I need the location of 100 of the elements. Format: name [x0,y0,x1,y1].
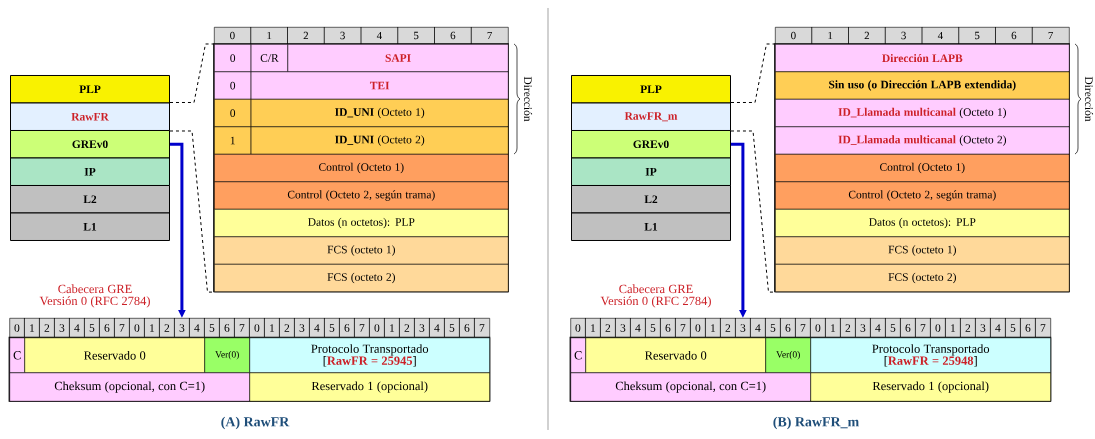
field-cell: FCS (octeto 1) [214,236,509,265]
bit-number: 3 [340,31,345,40]
bit-number: 1 [831,324,836,332]
protocol-layer-box: GREv0 [571,130,731,159]
bit-number: 2 [404,324,410,332]
field-cell: ID_Llamada multicanal (Octeto 2) [775,126,1070,155]
bit-number: 0 [815,324,821,332]
zoom-line [169,130,215,293]
field-cell: Datos (n octetos): PLP [775,209,1070,238]
bit-number: 7 [239,324,245,332]
bit-number: 5 [975,31,980,40]
bit-number: 6 [1025,324,1031,332]
field-cell: C/R [250,44,289,73]
bit-number: 6 [785,324,791,332]
field-cell: 0 [214,71,252,100]
field-cell: 0 [214,44,252,73]
field-cell: Ver(0) [204,337,250,374]
bit-number: 0 [254,324,260,332]
zoom-line [730,130,776,293]
bit-number: 4 [875,324,881,332]
header-caption: Cabecera GRE Versión 0 (RFC 2784) [39,284,150,308]
bit-number: 4 [314,324,320,332]
bit-number: 7 [1040,324,1046,332]
bit-number: 3 [860,324,866,332]
bit-number: 1 [267,31,272,40]
field-cell: ID_Llamada multicanal (Octeto 1) [775,99,1070,128]
protocol-layer-box: L1 [571,212,731,241]
protocol-layer-box: PLP [571,75,731,104]
bit-number: 3 [901,31,906,40]
protocol-layer-box: IP [10,157,170,186]
bit-number: 5 [414,31,419,40]
field-cell: Reservado 0 [24,337,205,374]
bit-number: 2 [864,31,869,40]
bit-number: 4 [434,324,440,332]
bit-number: 3 [740,324,746,332]
zoom-line [730,43,776,103]
bit-number: 6 [450,31,456,40]
field-cell: Reservado 0 [585,337,766,374]
bit-number: 2 [845,324,851,332]
protocol-layer-box: L1 [10,212,170,241]
bit-number: 7 [1048,31,1054,40]
bit-number: 0 [935,324,941,332]
bit-number: 7 [487,31,493,40]
bit-number: 6 [464,324,470,332]
protocol-layer-box: L2 [10,185,170,214]
protocol-layer-box: GREv0 [10,130,170,159]
bit-number: 6 [344,324,350,332]
field-cell: C [570,337,586,374]
bit-number: 4 [937,31,943,40]
bit-number: 0 [791,31,796,40]
protocol-layer-box: RawFR_m [571,102,731,131]
zoom-line [169,43,215,103]
field-cell: Protocolo Transportado [RawFR = 25945] [249,337,490,374]
panel-caption: (A) RawFR [221,416,290,430]
field-cell: Datos (n octetos): PLP [214,209,509,238]
bit-number: 1 [270,324,275,332]
bit-number: 7 [359,324,365,332]
field-cell: Ver(0) [765,337,811,374]
bit-number: 2 [303,31,308,40]
bit-number: 6 [224,324,230,332]
field-cell: Control (Octeto 2, según trama) [775,181,1070,210]
bit-number: 6 [905,324,911,332]
header-caption: Cabecera GRE Versión 0 (RFC 2784) [600,284,711,308]
bit-number: 5 [1010,324,1016,332]
field-cell: Sin uso (o Dirección LAPB extendida) [775,71,1070,100]
field-cell: Dirección LAPB [775,44,1070,73]
panel-caption: (B) RawFR_m [773,416,859,430]
bit-number: 2 [284,324,290,332]
bit-number: 2 [605,324,611,332]
bit-number: 5 [329,324,335,332]
field-cell: Protocolo Transportado [RawFR = 25948] [810,337,1051,374]
bit-number: 3 [299,324,305,332]
bit-number: 4 [755,324,761,332]
protocol-layer-box: IP [571,157,731,186]
field-cell: 0 [214,99,252,128]
field-cell: Reservado 1 (opcional) [249,372,490,402]
bit-number: 6 [1011,31,1017,40]
bit-number: 5 [449,324,455,332]
bit-number: 3 [419,324,425,332]
bit-number: 7 [479,324,485,332]
brace-label: Dirección [1084,76,1094,122]
field-cell: Reservado 1 (opcional) [810,372,1051,402]
bit-number: 1 [390,324,395,332]
protocol-layer-box: RawFR [10,102,170,131]
bit-number: 0 [14,324,20,332]
bit-number: 2 [44,324,50,332]
field-cell: Control (Octeto 1) [775,154,1070,183]
bit-number: 1 [591,324,596,332]
bit-number: 0 [374,324,380,332]
bit-number: 4 [376,31,382,40]
protocol-layer-box: PLP [10,75,170,104]
bit-number: 5 [209,324,215,332]
brace-label: Dirección [523,76,533,122]
field-cell: FCS (octeto 2) [775,264,1070,293]
bit-number: 0 [575,324,581,332]
field-cell: C [9,337,25,374]
bit-number: 5 [770,324,776,332]
bit-number: 3 [179,324,185,332]
bit-number: 5 [890,324,896,332]
field-cell: Control (Octeto 1) [214,154,509,183]
